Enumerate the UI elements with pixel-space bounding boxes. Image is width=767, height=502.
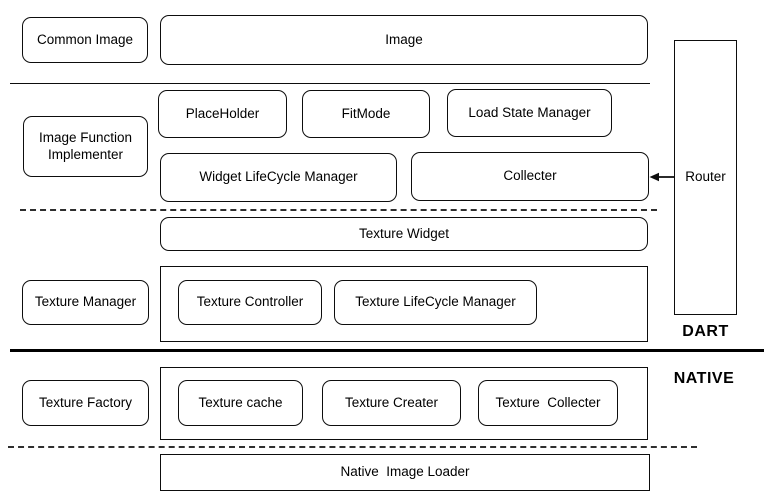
node-native-image-loader: Native Image Loader bbox=[160, 454, 650, 491]
node-texture-cache: Texture cache bbox=[178, 380, 303, 426]
node-texture-lifecycle-manager: Texture LifeCycle Manager bbox=[334, 280, 537, 325]
divider-dart-native bbox=[10, 349, 764, 352]
node-load-state-manager: Load State Manager bbox=[447, 89, 612, 137]
node-texture-creater: Texture Creater bbox=[322, 380, 461, 426]
node-widget-lifecycle-manager: Widget LifeCycle Manager bbox=[160, 153, 397, 202]
node-collecter: Collecter bbox=[411, 152, 649, 201]
router-to-collecter-arrow bbox=[649, 172, 675, 182]
divider-dashed-native-loader bbox=[8, 446, 697, 448]
node-texture-widget: Texture Widget bbox=[160, 217, 648, 251]
node-texture-collecter: Texture Collecter bbox=[478, 380, 618, 426]
node-texture-controller: Texture Controller bbox=[178, 280, 322, 325]
node-router: Router bbox=[674, 40, 737, 315]
divider-dashed-widget-texture bbox=[20, 209, 657, 211]
node-placeholder: PlaceHolder bbox=[158, 90, 287, 138]
node-image-function-implementer: Image Function Implementer bbox=[23, 116, 148, 177]
node-fitmode: FitMode bbox=[302, 90, 430, 138]
divider-image-section bbox=[10, 83, 650, 84]
node-texture-factory: Texture Factory bbox=[22, 380, 149, 426]
node-image: Image bbox=[160, 15, 648, 65]
layer-label-dart: DART bbox=[682, 323, 729, 340]
layer-label-native: NATIVE bbox=[673, 370, 735, 387]
node-texture-manager: Texture Manager bbox=[22, 280, 149, 325]
node-common-image: Common Image bbox=[22, 17, 148, 63]
